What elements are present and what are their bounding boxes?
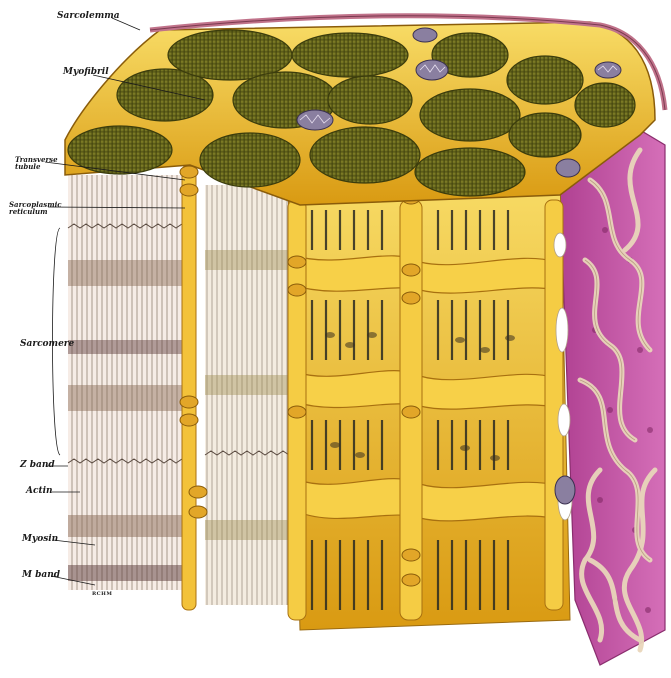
label-transverse-line2: tubule [15,163,58,170]
label-sarcolemma: Sarcolemma [57,12,120,21]
sarcoplasmic-reticulum-block [288,175,572,630]
transverse-tubule-column [180,165,207,610]
label-z-band: Z band [20,461,55,470]
label-myosin: Myosin [22,535,58,544]
label-sarcoplasmic-reticulum: Sarcoplasmic reticulum [9,201,62,215]
label-m-band: M band [22,571,60,580]
myofibril-filaments-middle [205,185,293,605]
label-actin: Actin [26,487,53,496]
label-myofibril: Myofibril [63,68,109,77]
artist-signature: RCHM [92,592,112,597]
label-transverse-tubule: Transverse tubule [15,156,58,170]
label-sarcomere: Sarcomere [20,340,74,349]
label-reticulum-line2: reticulum [9,208,62,215]
myofibril-filaments-left [68,175,188,590]
